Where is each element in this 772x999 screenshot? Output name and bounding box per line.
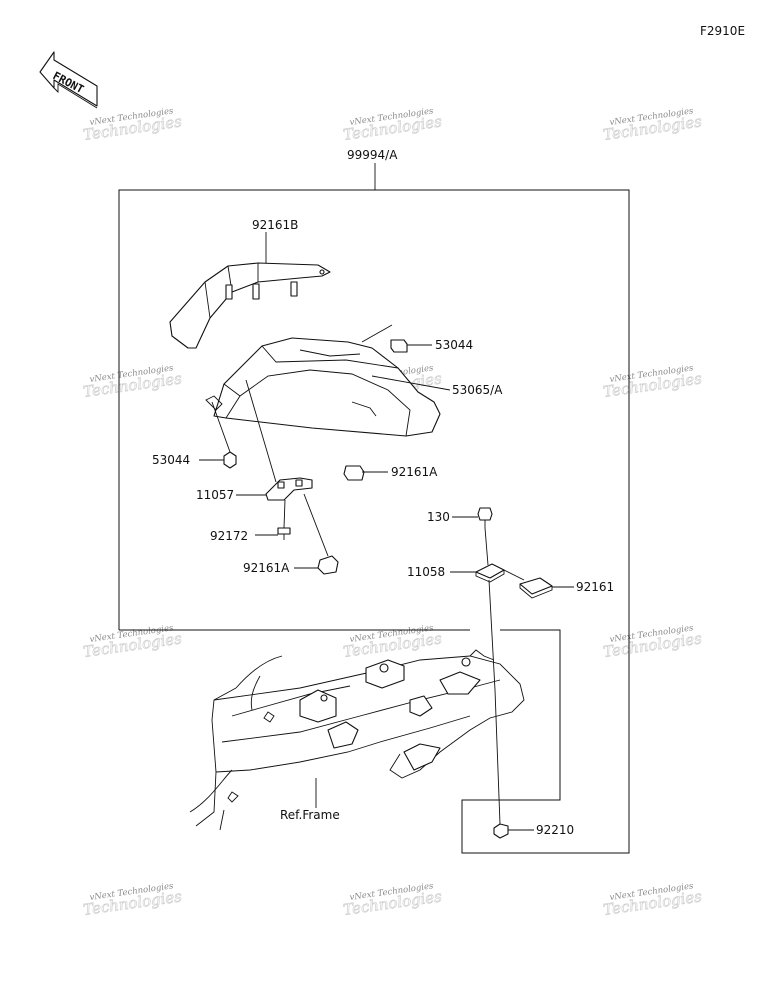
bolt-part	[452, 507, 493, 566]
callout-92161: 92161	[576, 580, 614, 594]
bumper-left-part	[211, 401, 237, 469]
figure-code: F2910E	[700, 24, 745, 38]
bracket-part	[236, 379, 313, 501]
watermark: Technologies vNext Technologies	[342, 881, 444, 919]
clip-part	[450, 563, 525, 691]
watermark: Technologies vNext Technologies	[602, 106, 704, 144]
callout-53044-top: 53044	[435, 338, 473, 352]
watermark: Technologies vNext Technologies	[602, 881, 704, 919]
callout-92172: 92172	[210, 529, 248, 543]
callout-99994-a: 99994/A	[347, 148, 398, 162]
damper-bottom-part	[294, 493, 339, 575]
watermark: Technologies vNext Technologies	[602, 623, 704, 661]
watermark: Technologies vNext Technologies	[82, 881, 184, 919]
callout-ref-frame: Ref.Frame	[280, 808, 340, 822]
watermark: Technologies vNext Technologies	[82, 623, 184, 661]
watermark: Technologies vNext Technologies	[342, 623, 444, 661]
watermark: Technologies vNext Technologies	[342, 106, 444, 144]
damper-right-part	[343, 465, 388, 481]
callout-11058: 11058	[407, 565, 445, 579]
rear-frame-part	[189, 649, 525, 831]
callout-53044-left: 53044	[152, 453, 190, 467]
damper-part	[519, 577, 574, 599]
assembly-outline	[118, 163, 630, 854]
grab-bar-part	[169, 262, 331, 349]
callout-53065-a: 53065/A	[452, 383, 503, 397]
front-arrow-icon: FRONT	[39, 51, 98, 109]
nut-part	[493, 689, 534, 839]
callout-92161b: 92161B	[252, 218, 298, 232]
callout-92161a-right: 92161A	[391, 465, 438, 479]
callout-11057: 11057	[196, 488, 234, 502]
callout-92210: 92210	[536, 823, 574, 837]
watermark: Technologies vNext Technologies	[82, 106, 184, 144]
bumper-top-part	[361, 324, 408, 353]
watermark: Technologies vNext Technologies	[602, 363, 704, 401]
seat-cowl-part	[205, 337, 441, 437]
watermark: Technologies vNext Technologies	[82, 363, 184, 401]
callout-92161a-bottom: 92161A	[243, 561, 290, 575]
callout-130: 130	[427, 510, 450, 524]
watermark-grid: Technologies vNext Technologies Technolo…	[82, 106, 704, 919]
small-bolt-part	[255, 499, 291, 540]
